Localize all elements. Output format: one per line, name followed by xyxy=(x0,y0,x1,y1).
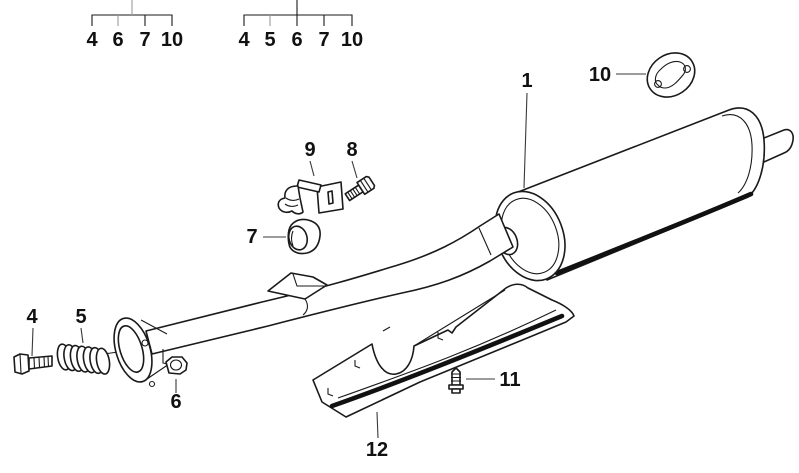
heat-shield-edge-shadow xyxy=(329,313,565,409)
ref1-number-4[interactable]: 4 xyxy=(86,29,98,51)
reference-bracket-icon xyxy=(91,14,173,26)
flange-bolt xyxy=(13,353,53,375)
nut-bore xyxy=(169,359,183,371)
ref1-number-7[interactable]: 7 xyxy=(139,29,150,51)
bolt-head-bevel xyxy=(359,177,372,193)
callout-1-leader xyxy=(523,92,528,189)
bolt-threads xyxy=(33,356,50,369)
ref2-number-7[interactable]: 7 xyxy=(318,29,329,51)
front-pipe-tube xyxy=(145,213,514,355)
callout-9-leader xyxy=(309,160,315,177)
ref2-number-4[interactable]: 4 xyxy=(238,29,250,51)
screw-threads xyxy=(451,373,461,382)
callout-8-leader xyxy=(351,160,358,179)
shield-screw xyxy=(448,367,464,394)
rubber-mount xyxy=(287,218,321,255)
callout-12[interactable]: 12 xyxy=(366,439,388,461)
muffler-rear-seam xyxy=(721,114,753,194)
reference-group-1: 4 6 7 10 xyxy=(86,0,183,51)
flange-bore xyxy=(117,325,145,373)
heat-shield-tab xyxy=(354,360,361,369)
bracket-hook-detail xyxy=(284,197,300,207)
compression-spring xyxy=(56,343,111,375)
ref2-number-5[interactable]: 5 xyxy=(264,29,275,51)
reference-bracket-icon xyxy=(243,14,353,26)
front-pipe xyxy=(103,213,514,388)
gasket-hole xyxy=(683,65,691,73)
callout-9[interactable]: 9 xyxy=(304,139,315,161)
ref2-number-10[interactable]: 10 xyxy=(341,29,363,51)
muffler-body-fill xyxy=(513,108,765,280)
bolt-head xyxy=(13,353,30,375)
bracket-bolt xyxy=(344,175,376,202)
spring-coil xyxy=(95,347,111,375)
rear-muffler xyxy=(494,107,794,282)
bracket-top-flange xyxy=(296,179,322,193)
exhaust-gasket xyxy=(646,52,696,98)
callout-4-leader xyxy=(31,327,34,357)
heat-shield xyxy=(312,283,575,418)
heat-shield-tab xyxy=(437,332,444,341)
muffler-body-outline xyxy=(512,107,766,281)
pipe-hanger-tab-fold xyxy=(292,273,325,287)
bolt-head-bevel xyxy=(19,353,22,374)
gasket-outer xyxy=(646,52,696,98)
hanger-bracket xyxy=(277,179,344,215)
screw-head-flange xyxy=(448,384,464,390)
callout-5-leader xyxy=(80,327,84,344)
heat-shield-inner-wall xyxy=(413,289,506,347)
flange-nut xyxy=(162,349,188,375)
reference-group-2: 4 5 6 7 10 xyxy=(238,0,363,51)
flange-bolt-hole xyxy=(148,380,156,388)
heat-shield-slot xyxy=(382,326,391,332)
callout-10[interactable]: 10 xyxy=(589,64,611,86)
nut-body xyxy=(165,356,188,375)
callout-12-leader xyxy=(376,411,379,439)
flange-bolt-hole xyxy=(141,339,149,347)
ref1-number-6[interactable]: 6 xyxy=(112,29,123,51)
rubber-mount-face xyxy=(287,225,309,251)
screw-shaft xyxy=(451,367,461,386)
heat-shield-tab xyxy=(327,388,334,397)
callout-7[interactable]: 7 xyxy=(246,226,257,248)
heat-shield-fold-line xyxy=(337,309,557,399)
muffler-bottom-shadow xyxy=(554,191,754,276)
ref1-number-10[interactable]: 10 xyxy=(161,29,183,51)
callout-11[interactable]: 11 xyxy=(499,369,520,391)
gasket-inner-cutout xyxy=(654,60,686,89)
callout-1[interactable]: 1 xyxy=(521,70,532,92)
callout-4[interactable]: 4 xyxy=(26,306,38,328)
screw-head xyxy=(451,388,461,394)
callout-6[interactable]: 6 xyxy=(170,391,181,413)
callout-8[interactable]: 8 xyxy=(346,139,357,161)
pipe-hanger-tab-curl xyxy=(302,298,308,316)
callouts: 1 4 5 6 7 8 9 10 11 12 xyxy=(26,64,646,461)
bracket-slot xyxy=(327,190,334,205)
ref2-number-6[interactable]: 6 xyxy=(291,29,302,51)
pipe-sleeve-joint xyxy=(478,227,492,256)
callout-5[interactable]: 5 xyxy=(75,306,86,328)
bolt-threads xyxy=(347,186,361,200)
gasket-hole xyxy=(654,80,662,88)
rubber-mount-depth-arc xyxy=(290,230,294,247)
